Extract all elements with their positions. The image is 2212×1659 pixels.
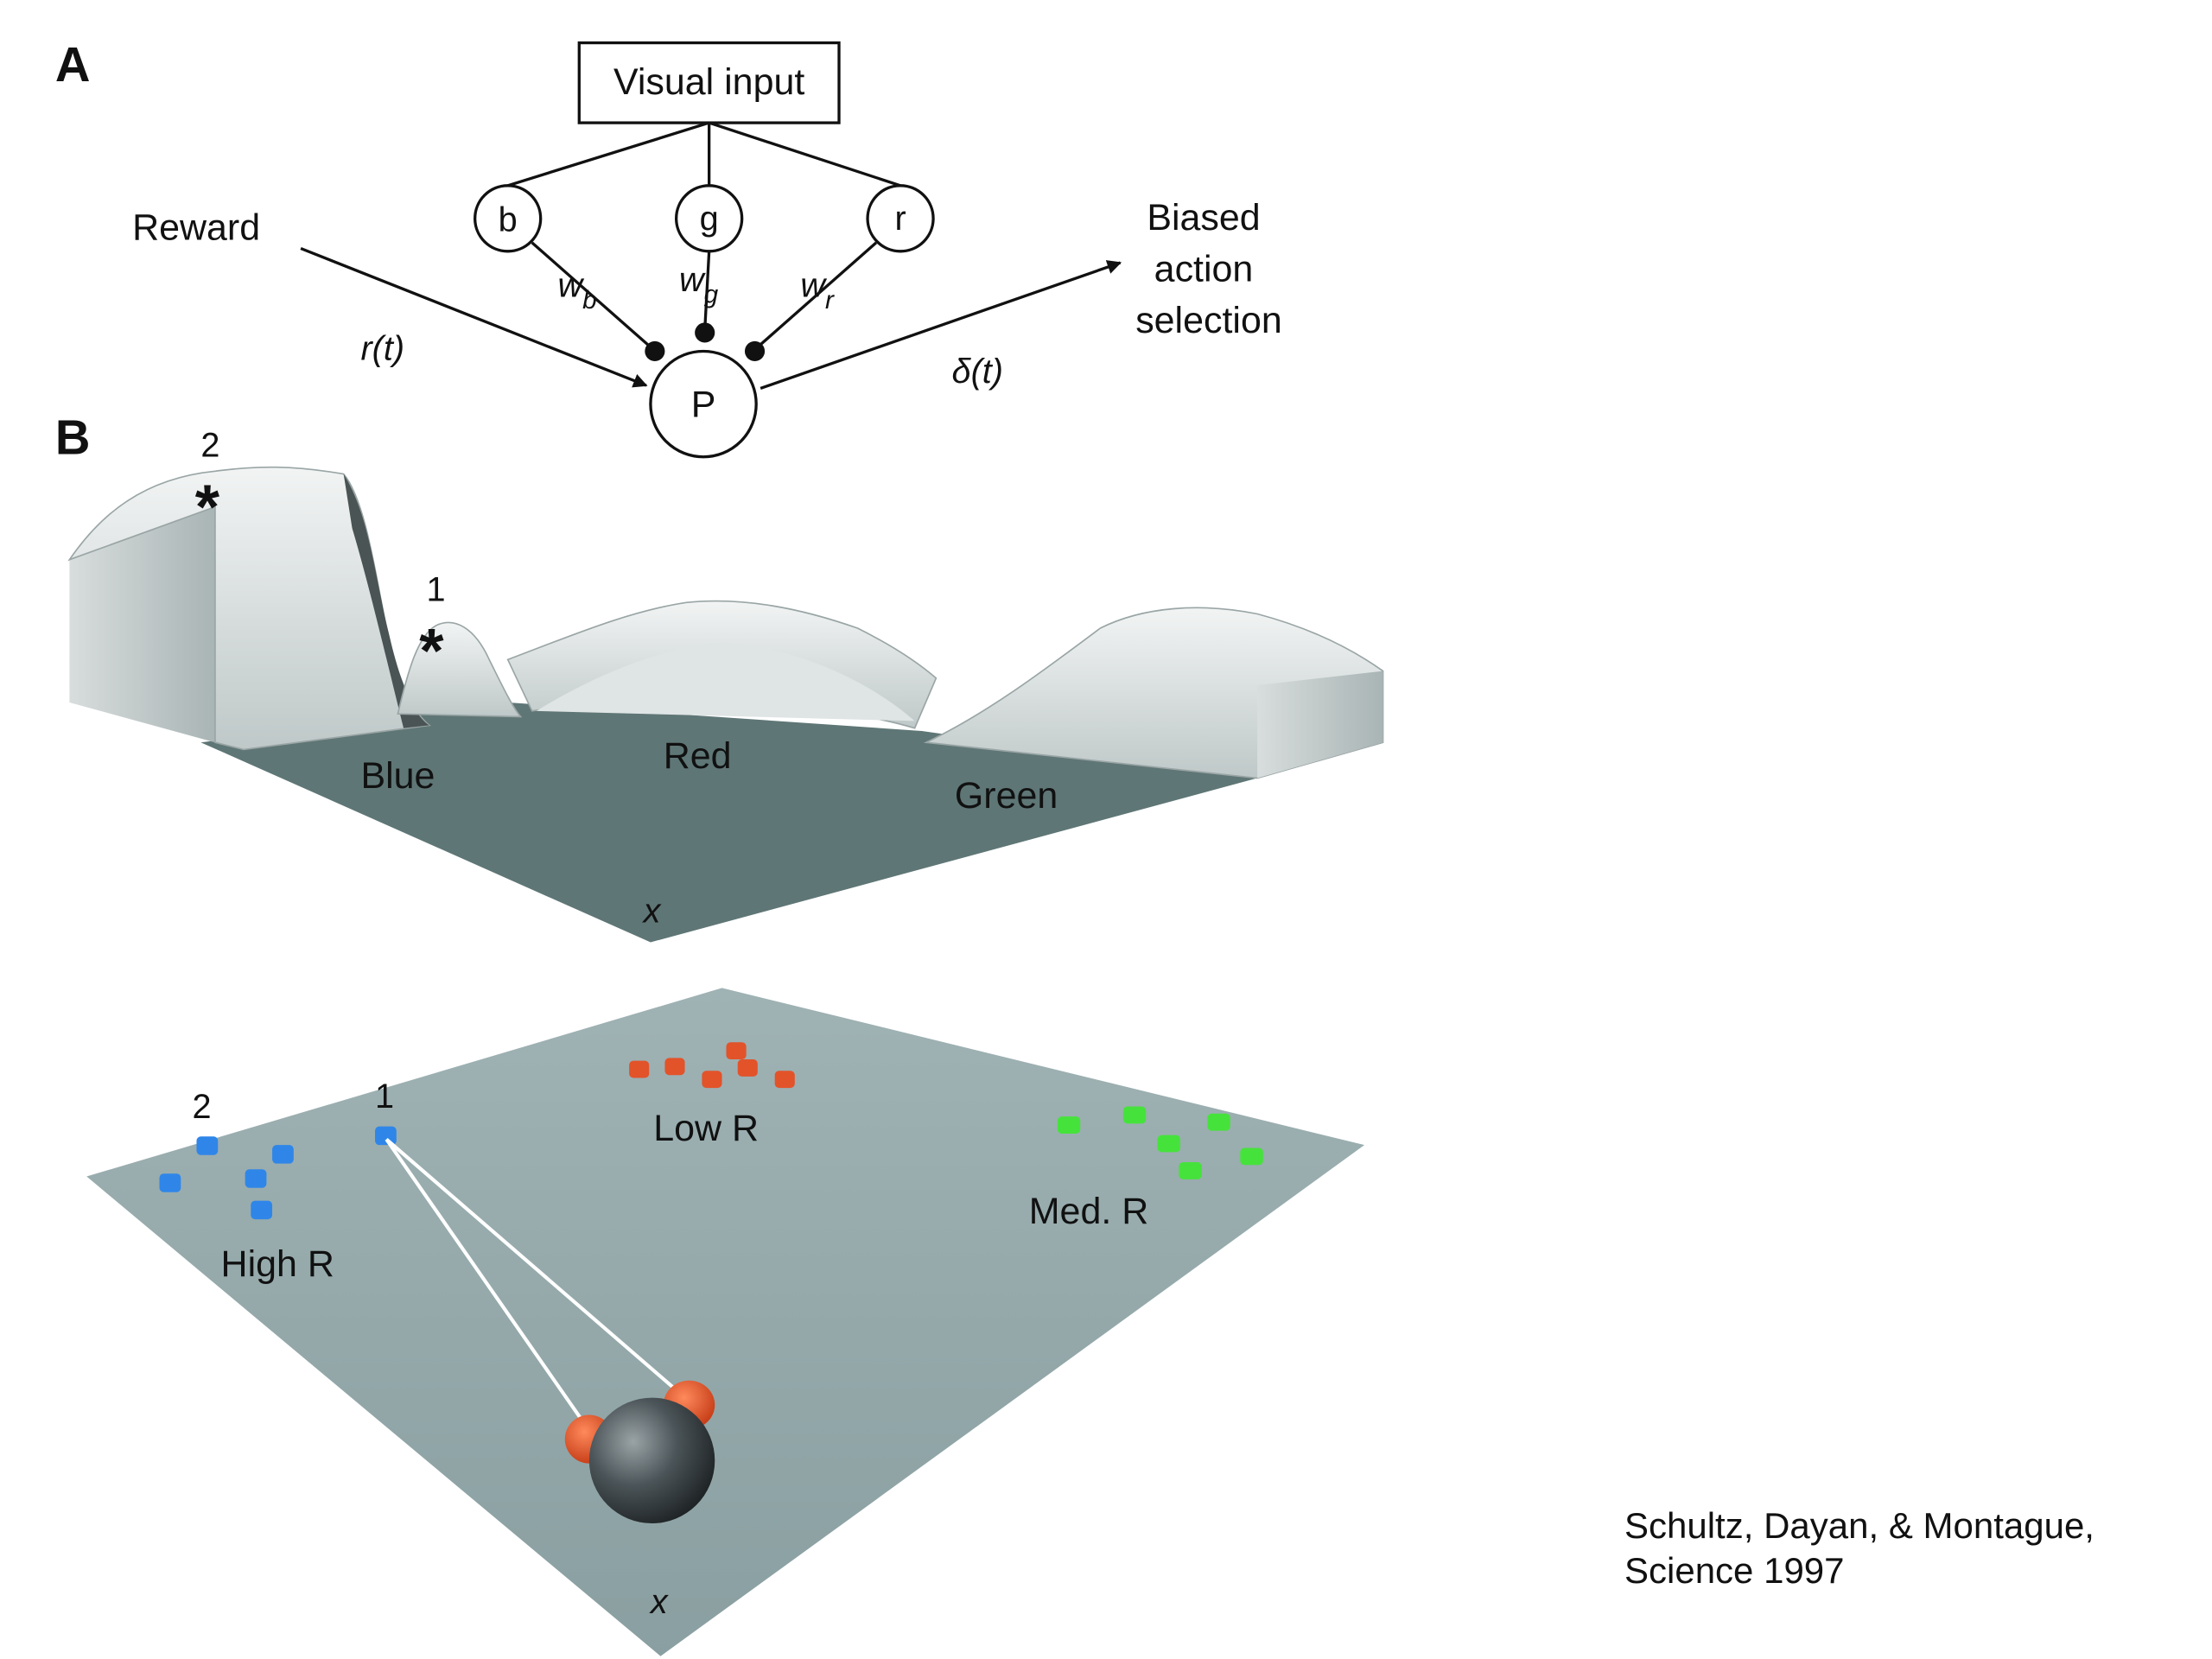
- node-b: [474, 184, 543, 253]
- flower-red: [726, 1042, 747, 1060]
- field-label-med: Med. R: [1029, 1191, 1148, 1232]
- field-marker-1: 1: [375, 1077, 394, 1116]
- output-label: Biased action selection: [1135, 197, 1282, 341]
- input-connections: [507, 121, 901, 188]
- flowers-red: [629, 1042, 795, 1089]
- citation-line-1: Schultz, Dayan, & Montague,: [1624, 1505, 2094, 1546]
- landscape-label-blue: Blue: [360, 755, 435, 797]
- node-r: [866, 184, 935, 253]
- panel-b-field: High R Low R Med. R x 2 1: [86, 988, 1365, 1656]
- panel-a: A Visual input b g r wb wg wr: [55, 37, 1282, 459]
- landscape-marker-2-star: *: [195, 472, 220, 542]
- terrain-ridge-red-inner: [536, 642, 915, 721]
- flower-green: [1240, 1147, 1263, 1166]
- field-label-low: Low R: [653, 1108, 759, 1149]
- flower-blue: [245, 1169, 267, 1188]
- landscape-marker-2-number: 2: [200, 427, 219, 465]
- node-p-label: P: [691, 384, 716, 425]
- flower-green: [1179, 1161, 1202, 1179]
- flowers-green: [1057, 1106, 1263, 1179]
- landscape-marker-1-star: *: [419, 616, 444, 686]
- reward-arrow: [300, 246, 648, 388]
- flower-blue: [272, 1145, 294, 1164]
- visual-input-label: Visual input: [613, 61, 804, 103]
- landscape-right-side: [1257, 671, 1383, 779]
- landscape-axis-label: x: [642, 892, 662, 930]
- flower-blue: [196, 1136, 219, 1155]
- landscape-label-red: Red: [664, 735, 732, 777]
- node-b-label: b: [499, 201, 518, 239]
- synapse-b: [645, 340, 665, 362]
- citation-line-2: Science 1997: [1624, 1550, 1845, 1591]
- bee-body: [588, 1397, 715, 1524]
- flower-green: [1157, 1135, 1180, 1153]
- output-arrow: [760, 260, 1122, 390]
- field-marker-2: 2: [193, 1088, 212, 1126]
- flower-red: [629, 1060, 650, 1078]
- landscape-label-green: Green: [955, 775, 1058, 817]
- node-g-label: g: [700, 200, 719, 238]
- field-plane: [86, 988, 1365, 1656]
- synapse-g: [695, 322, 715, 343]
- flower-red: [664, 1058, 685, 1076]
- flower-red: [702, 1071, 722, 1089]
- weight-label-r: wr: [800, 267, 835, 315]
- flower-blue: [159, 1173, 181, 1192]
- flower-red: [774, 1071, 795, 1089]
- reward-label: Reward: [132, 207, 260, 249]
- flowers-blue: [159, 1126, 397, 1220]
- landscape-left-side: [69, 506, 215, 743]
- weight-label-b: wb: [558, 267, 597, 315]
- panel-b-label: B: [55, 410, 91, 464]
- weight-connections: [531, 241, 878, 350]
- synapse-r: [744, 340, 766, 362]
- field-axis-label: x: [649, 1583, 669, 1621]
- reward-signal-label: r(t): [360, 329, 404, 367]
- terrain-peak-small: [397, 621, 523, 718]
- delta-signal-label: δ(t): [952, 353, 1003, 391]
- node-p: [649, 349, 758, 459]
- panel-b-landscape: B Blue Red Green x 2 * 1 *: [55, 410, 1384, 943]
- field-label-high: High R: [221, 1243, 334, 1285]
- panel-a-label: A: [55, 37, 91, 92]
- landscape-marker-1-number: 1: [426, 571, 445, 609]
- flower-red: [737, 1059, 758, 1077]
- bee-agent: [564, 1380, 715, 1524]
- flower-blue: [375, 1126, 397, 1146]
- visual-input-box: [577, 41, 841, 124]
- flower-green: [1057, 1116, 1081, 1134]
- landscape-floor: [200, 702, 1258, 943]
- flower-green: [1207, 1113, 1230, 1131]
- bee-sight-lines: [385, 1137, 685, 1432]
- terrain-cliff: [343, 474, 429, 728]
- flower-blue: [251, 1200, 273, 1220]
- weight-label-g: wg: [679, 261, 719, 308]
- citation: Schultz, Dayan, & Montague, Science 1997: [1624, 1503, 2177, 1593]
- node-r-label: r: [894, 200, 906, 238]
- flower-green: [1122, 1106, 1147, 1124]
